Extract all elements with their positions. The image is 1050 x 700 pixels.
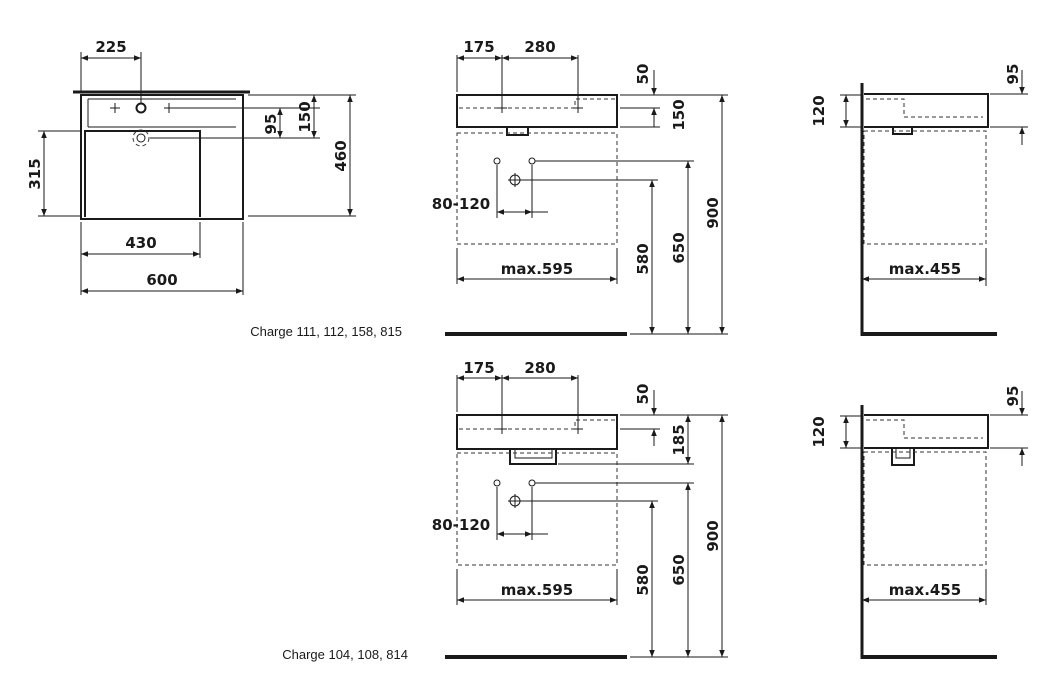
dim-label-max595-2: max.595 bbox=[501, 581, 573, 599]
top-extension-lines bbox=[38, 52, 356, 295]
front-view-2: 175 280 50 185 80-120 max.595 580 650 90… bbox=[432, 359, 728, 659]
dim-label-95: 95 bbox=[262, 114, 280, 135]
caption-variant-2: Charge 104, 108, 814 bbox=[282, 647, 408, 662]
dim-label-600: 600 bbox=[146, 271, 177, 289]
dim-label-175-1: 175 bbox=[463, 38, 494, 56]
dim-label-50-2: 50 bbox=[634, 384, 652, 405]
basin-side-outline-1 bbox=[864, 93, 989, 135]
dim-label-175-2: 175 bbox=[463, 359, 494, 377]
dim-label-95-side-2: 95 bbox=[1004, 386, 1022, 407]
basin-top-outline bbox=[73, 90, 250, 220]
dim-label-580-1: 580 bbox=[634, 243, 652, 274]
vanity-unit-outline-2 bbox=[456, 452, 618, 566]
basin-front-outline-1 bbox=[456, 94, 618, 136]
dim-label-80-120-1: 80-120 bbox=[432, 195, 490, 213]
dim-label-150: 150 bbox=[296, 101, 314, 132]
dim-label-315: 315 bbox=[26, 158, 44, 189]
dim-label-max455-2: max.455 bbox=[889, 581, 961, 599]
basin-side-outline-2 bbox=[864, 414, 989, 466]
basin-front-outline-2 bbox=[456, 414, 618, 465]
dim-label-50-1: 50 bbox=[634, 64, 652, 85]
dim-label-max595-1: max.595 bbox=[501, 260, 573, 278]
dim-label-280-1: 280 bbox=[524, 38, 555, 56]
dim-label-900-2: 900 bbox=[704, 520, 722, 551]
dim-label-650-2: 650 bbox=[670, 554, 688, 585]
tap-holes bbox=[110, 102, 175, 147]
top-view: 225 430 600 315 460 150 95 bbox=[26, 38, 356, 295]
supply-connections-2 bbox=[493, 479, 536, 508]
side-view-2: 120 95 max.455 bbox=[810, 386, 1028, 659]
dim-label-900-1: 900 bbox=[704, 197, 722, 228]
front-view-1: 175 280 50 150 80-120 max.595 580 650 90… bbox=[432, 38, 728, 336]
vanity-side-outline-1 bbox=[863, 130, 987, 245]
dim-label-580-2: 580 bbox=[634, 564, 652, 595]
side-view-1: 120 95 max.455 bbox=[810, 64, 1028, 336]
front-extension-lines-1 bbox=[456, 55, 728, 335]
supply-connections-1 bbox=[493, 157, 536, 187]
front-extension-lines-2 bbox=[456, 375, 728, 658]
caption-variant-1: Charge 111, 112, 158, 815 bbox=[250, 324, 402, 339]
dim-label-120-side-2: 120 bbox=[810, 416, 828, 447]
dim-label-460: 460 bbox=[332, 140, 350, 171]
dim-label-185-2: 185 bbox=[670, 424, 688, 455]
dim-label-max455-1: max.455 bbox=[889, 260, 961, 278]
dim-label-225: 225 bbox=[95, 38, 126, 56]
vanity-unit-outline-1 bbox=[456, 132, 618, 245]
dim-label-650-1: 650 bbox=[670, 232, 688, 263]
dim-label-80-120-2: 80-120 bbox=[432, 516, 490, 534]
dim-label-150-1: 150 bbox=[670, 99, 688, 130]
dim-label-430: 430 bbox=[125, 234, 156, 252]
dim-label-95-side-1: 95 bbox=[1004, 64, 1022, 85]
vanity-side-outline-2 bbox=[863, 451, 987, 566]
dim-label-120-side-1: 120 bbox=[810, 95, 828, 126]
dim-label-280-2: 280 bbox=[524, 359, 555, 377]
